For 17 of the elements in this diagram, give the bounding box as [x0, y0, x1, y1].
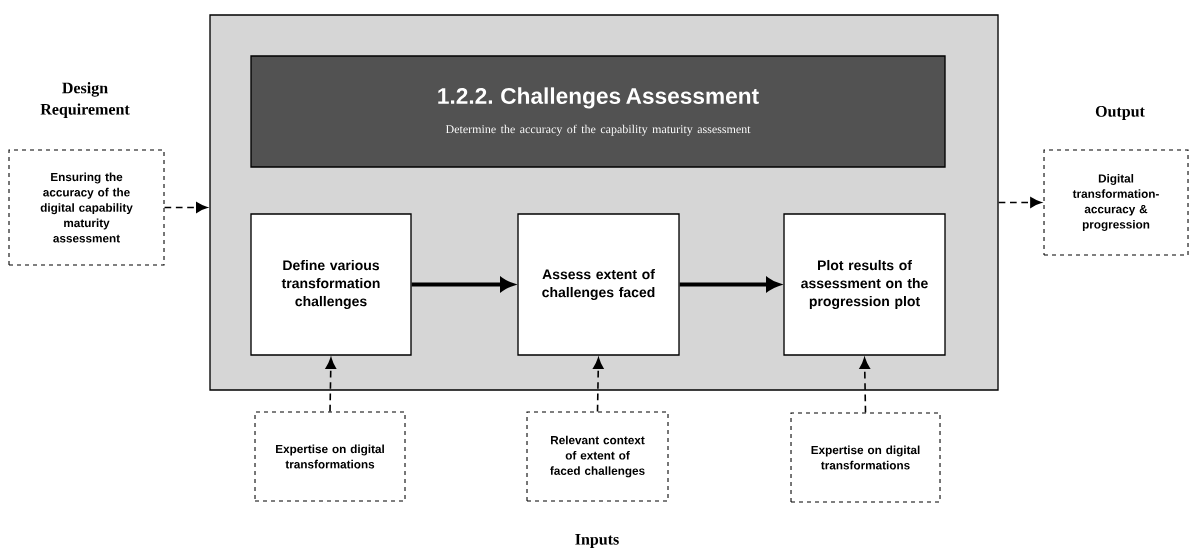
input-box: Relevant context of extent of faced challenges	[526, 411, 669, 502]
process-box: Define various transformation challenges	[250, 213, 412, 356]
requirement-box: Ensuring the accuracy of the digital capability maturity assessment	[8, 149, 165, 266]
heading-label: Design Requirement	[40, 82, 130, 118]
arrow	[859, 357, 870, 414]
arrow	[163, 202, 208, 213]
arrow	[593, 357, 604, 413]
arrow	[997, 197, 1042, 208]
process-box: Plot results of assessment on the progression plot	[783, 213, 946, 356]
heading-label: Output	[1095, 106, 1145, 120]
input-box: Expertise on digital transformations	[790, 412, 941, 503]
output-box: Digital transformation- accuracy & progression	[1043, 149, 1189, 256]
input-box: Expertise on digital transformations	[254, 411, 406, 502]
heading-label: Inputs	[575, 534, 619, 548]
process-box: Assess extent of challenges faced	[517, 213, 680, 356]
arrow	[325, 357, 337, 413]
header-box: 1.2.2. Challenges Assessment Determine the accuracy of the capability maturity assessment	[250, 55, 946, 168]
